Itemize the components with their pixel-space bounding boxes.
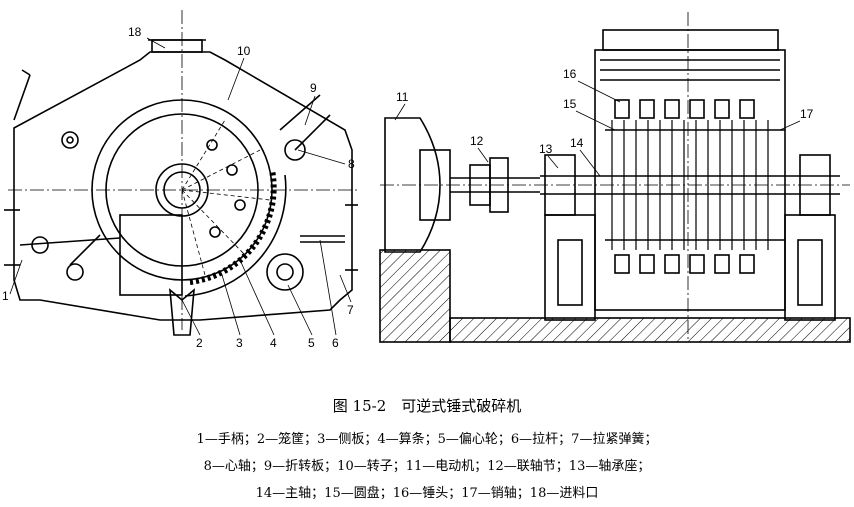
callout-13: 13 bbox=[539, 142, 553, 156]
callout-8: 8 bbox=[348, 157, 355, 171]
callout-10: 10 bbox=[237, 44, 251, 58]
callout-15: 15 bbox=[563, 97, 577, 111]
callout-5: 5 bbox=[308, 336, 315, 350]
callout-11: 11 bbox=[396, 90, 409, 104]
callout-labels: 18 10 9 8 1 2 3 4 5 6 7 11 12 13 14 15 1… bbox=[2, 25, 814, 350]
figure-caption: 图 15-2 可逆式锤式破碎机 bbox=[332, 397, 522, 415]
callout-16: 16 bbox=[563, 67, 577, 81]
legend-line: 14—主轴；15—圆盘；16—锤头；17—销轴；18—进料口 bbox=[255, 486, 599, 501]
callout-1: 1 bbox=[2, 289, 9, 303]
legend-line: 8—心轴；9—折转板；10—转子；11—电动机；12—联轴节；13—轴承座； bbox=[203, 459, 651, 474]
crusher-front-section bbox=[379, 12, 851, 343]
callout-2: 2 bbox=[196, 336, 203, 350]
callout-9: 9 bbox=[310, 81, 317, 95]
crusher-cross-section bbox=[4, 10, 360, 336]
leader-lines bbox=[9, 37, 801, 336]
callout-12: 12 bbox=[470, 134, 484, 148]
callout-6: 6 bbox=[332, 336, 339, 350]
callout-7: 7 bbox=[347, 303, 354, 317]
crusher-drawing: 18 10 9 8 1 2 3 4 5 6 7 11 12 13 14 15 1… bbox=[2, 10, 851, 350]
callout-14: 14 bbox=[570, 136, 584, 150]
callout-4: 4 bbox=[270, 336, 277, 350]
callout-17: 17 bbox=[800, 107, 814, 121]
callout-18: 18 bbox=[128, 25, 142, 39]
legend-line: 1—手柄；2—笼筐；3—侧板；4—算条；5—偏心轮；6—拉杆；7—拉紧弹簧； bbox=[196, 432, 658, 447]
callout-3: 3 bbox=[236, 336, 243, 350]
